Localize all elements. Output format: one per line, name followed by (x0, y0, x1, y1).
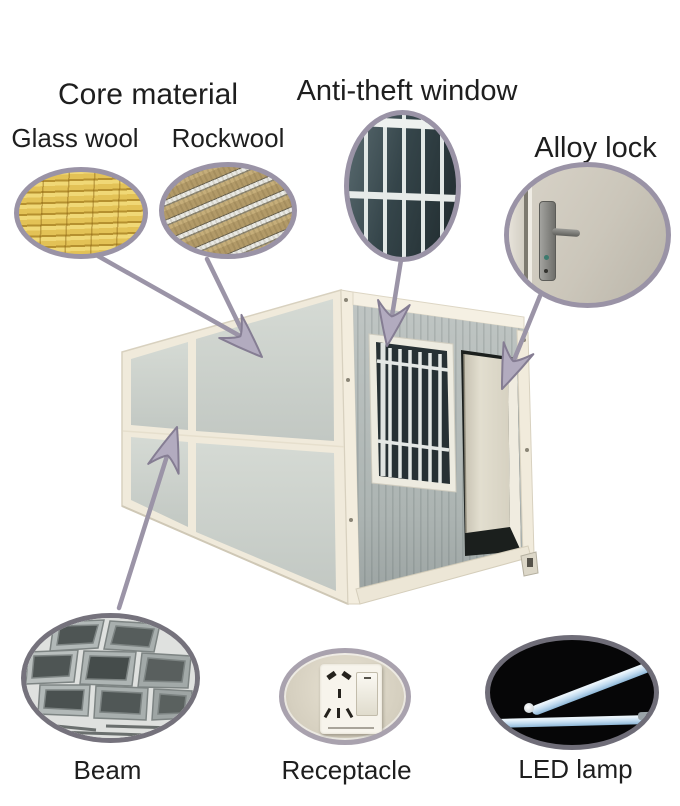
alloy-lock-photo (504, 162, 671, 308)
lock-keyhole (544, 269, 548, 273)
rockwool-label: Rockwool (171, 123, 285, 153)
led-tube-endcap (637, 711, 653, 721)
door-jamb (509, 167, 524, 303)
base-rail (355, 545, 539, 605)
lock-plate (539, 201, 556, 281)
lock-cylinder (544, 255, 549, 260)
rockwool-photo (159, 162, 297, 259)
leader-line-lock (511, 293, 543, 363)
led-tube-endcap (524, 703, 534, 713)
socket-slot (338, 689, 341, 698)
socket-slot (323, 707, 332, 719)
rocker-switch (356, 672, 378, 716)
outlet-plate (320, 664, 382, 734)
side-wall (121, 289, 349, 606)
beam-photo (21, 613, 200, 743)
glass-wool-photo (14, 167, 148, 259)
leader-line-beam (116, 453, 170, 611)
container-house (121, 289, 539, 606)
leader-line-rockwool (204, 256, 249, 342)
core-material-title: Core material (57, 78, 239, 111)
led-lamp-photo (485, 635, 659, 750)
lock-handle (551, 228, 581, 237)
anti-theft-window-photo (344, 110, 461, 262)
led-tube (530, 661, 652, 717)
outlet-brand-text (328, 727, 374, 729)
switch-mark (364, 677, 371, 679)
leader-line-window (389, 257, 404, 319)
leader-line-glass-wool (95, 253, 243, 339)
socket-slot (345, 707, 354, 719)
door-edge (528, 167, 532, 303)
steel-beams (26, 618, 195, 738)
receptacle-label: Receptacle (281, 755, 412, 785)
led-lamp-label: LED lamp (518, 754, 633, 784)
alloy-lock-label: Alloy lock (534, 132, 657, 164)
window-mid-rail (349, 191, 456, 203)
container-door (461, 350, 521, 556)
beam-label: Beam (73, 755, 142, 785)
glass-wool-label: Glass wool (11, 123, 139, 153)
door-gap (524, 167, 528, 303)
socket-slot (341, 670, 352, 681)
socket-slot (326, 670, 337, 681)
anti-theft-window-label: Anti-theft window (296, 75, 518, 107)
socket-slot (337, 708, 340, 718)
receptacle-photo (279, 648, 411, 745)
led-tube (491, 714, 653, 729)
security-window (368, 333, 457, 493)
